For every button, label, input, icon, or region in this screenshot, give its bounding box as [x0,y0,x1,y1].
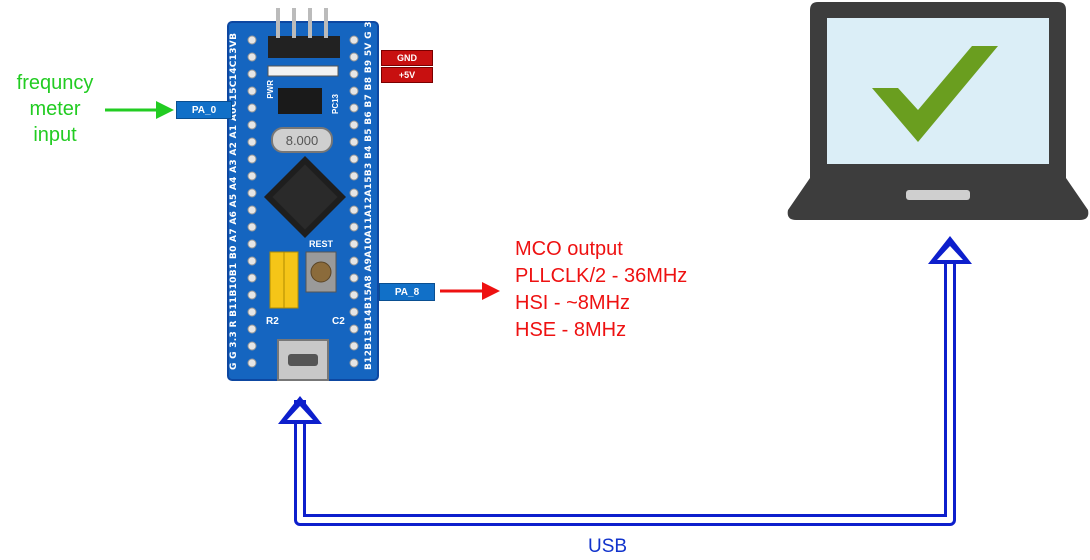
reset-button: REST [305,239,337,293]
usb-label: USB [588,536,628,557]
mco-info-line-4: HSE - 8MHz [515,319,627,341]
reset-label: REST [309,239,334,249]
frequency-meter-line-2: meter [29,98,81,120]
laptop-icon [787,2,1089,220]
mco-info-block: MCO output PLLCLK/2 - 36MHz HSI - ~8MHz … [515,236,687,344]
pa0-pin-label: PA_0 [176,101,232,119]
mco-info-line-1: MCO output [515,238,623,260]
mco-info-line-2: PLLCLK/2 - 36MHz [515,265,688,287]
pa8-pin-label: PA_8 [379,283,435,301]
right-pin-row [349,35,359,368]
swd-header [268,8,340,58]
red-output-arrow [440,282,500,300]
frequency-meter-label: frequncy meter input [5,70,105,148]
gnd-pin-label: GND [381,50,433,66]
boot-jumpers [269,251,299,309]
r2-label: R2 [266,316,279,327]
usb-connection-line [278,236,972,526]
usb-port-icon [277,339,329,381]
plus5v-pin-label: +5V [381,67,433,83]
stm32-board: 8.000 REST R2 C2 [227,8,379,381]
pc13-label: PC13 [331,94,340,115]
crystal-text: 8.000 [286,133,319,148]
regulator-chip [278,88,322,114]
crystal: 8.000 [271,127,333,153]
board-right-pin-names: B12B13B14B15A8 A9A10A11A12A15B3 B4 B5 B6… [364,10,374,370]
c2-label: C2 [332,316,345,327]
mco-info-line-3: HSI - ~8MHz [515,292,631,314]
frequency-meter-line-1: frequncy [16,72,94,94]
frequency-meter-line-3: input [33,124,77,146]
left-pin-row [247,35,257,368]
pwr-label: PWR [266,80,275,99]
checkmark-icon [872,46,998,142]
green-input-arrow [105,101,174,119]
board-left-pin-names: G G 3.3 R B11B10B1 B0 A7 A6 A5 A4 A3 A2 … [229,32,239,370]
